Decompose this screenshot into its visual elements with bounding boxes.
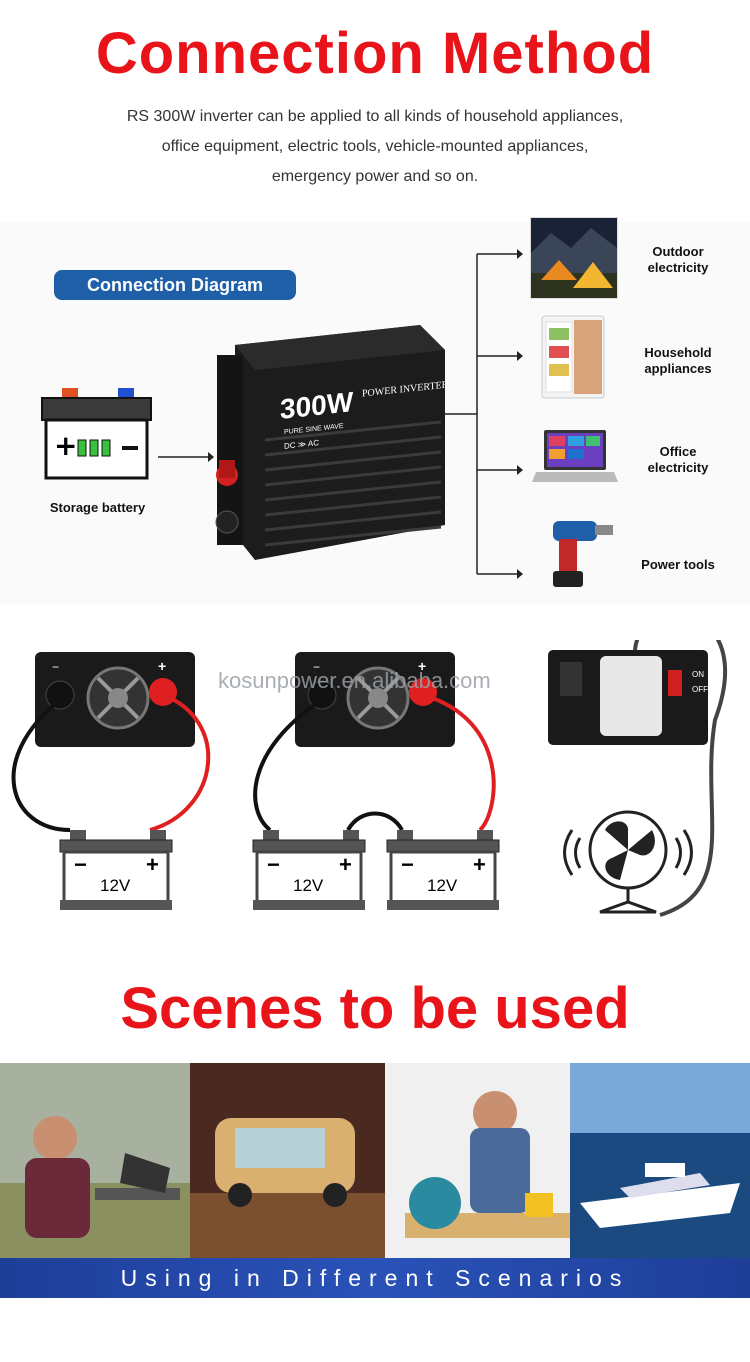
drill-icon xyxy=(553,521,613,587)
output-label-office: Office electricity xyxy=(628,444,728,476)
camper-van-scene xyxy=(190,1063,385,1258)
fridge-icon xyxy=(541,315,605,399)
description-line: office equipment, electric tools, vehicl… xyxy=(161,138,589,155)
battery-icon: + xyxy=(41,388,152,480)
output-label-line: Office xyxy=(659,444,697,459)
battery-plus: + xyxy=(146,852,159,877)
laptop-outdoor-scene xyxy=(0,1063,190,1258)
inverter-minus-label: − xyxy=(313,660,321,674)
battery-plus: + xyxy=(339,852,352,877)
output-label-line: Household xyxy=(644,345,712,360)
battery-minus: − xyxy=(74,852,87,877)
inverter-plus-label: + xyxy=(418,658,427,674)
battery-minus: − xyxy=(267,852,280,877)
switch-on-label: ON xyxy=(692,670,704,679)
description: RS 300W inverter can be applied to all k… xyxy=(0,102,750,192)
wiring-diagram xyxy=(11,640,728,917)
description-line: emergency power and so on. xyxy=(271,168,479,185)
inverter-minus-label: − xyxy=(52,660,60,674)
branch-lines xyxy=(445,249,523,579)
connection-diagram-badge: Connection Diagram xyxy=(54,270,296,300)
output-label-line: Power tools xyxy=(641,557,715,572)
inverter-image xyxy=(215,325,445,560)
output-label-line: Outdoor xyxy=(652,244,704,259)
page-title: Connection Method xyxy=(95,21,655,86)
battery-voltage: 12V xyxy=(100,876,131,895)
output-label-power-tools: Power tools xyxy=(628,557,728,573)
output-label-line: appliances xyxy=(644,361,712,376)
output-label-household: Household appliances xyxy=(628,345,728,377)
laptop-icon xyxy=(532,430,618,482)
tent-icon xyxy=(530,217,618,299)
output-label-line: electricity xyxy=(647,260,709,275)
battery-plus: + xyxy=(473,852,486,877)
battery-minus: − xyxy=(401,852,414,877)
yacht-scene xyxy=(570,1063,750,1258)
switch-off-label: OFF xyxy=(692,685,708,694)
svg-text:+: + xyxy=(54,429,77,462)
output-label-line: electricity xyxy=(647,460,709,475)
description-line: RS 300W inverter can be applied to all k… xyxy=(126,108,624,125)
battery-voltage: 12V xyxy=(427,876,458,895)
inverter-plus-label: + xyxy=(158,658,167,674)
output-label-outdoor: Outdoor electricity xyxy=(628,244,728,276)
worker-saw-scene xyxy=(385,1063,570,1258)
scenes-title: Scenes to be used xyxy=(120,976,630,1041)
scenarios-banner: Using in Different Scenarios xyxy=(0,1258,750,1298)
watermark: kosunpower.en.alibaba.com xyxy=(218,668,491,693)
battery-label: Storage battery xyxy=(49,500,146,515)
battery-voltage: 12V xyxy=(293,876,324,895)
arrow-icon xyxy=(158,452,214,462)
